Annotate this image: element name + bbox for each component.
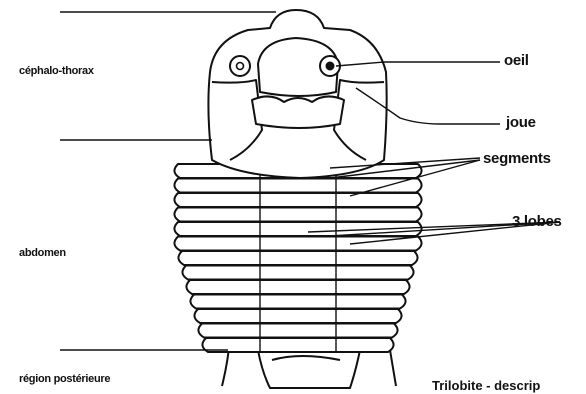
segment-2 (174, 179, 421, 193)
cephalon (208, 10, 386, 178)
segment-6 (174, 237, 421, 251)
eye-left (230, 56, 250, 76)
segment-8 (182, 266, 413, 280)
abdomen-segments (174, 164, 421, 352)
segment-11 (194, 309, 401, 323)
figure-caption: Trilobite - descrip (432, 378, 540, 393)
label-three-lobes: 3 lobes (512, 213, 562, 230)
label-eye: oeil (504, 52, 529, 69)
label-cheek: joue (506, 114, 536, 131)
segment-9 (186, 280, 409, 294)
label-posterior-region: région postérieure (19, 373, 110, 385)
label-cephalothorax: céphalo-thorax (19, 65, 94, 77)
segment-12 (198, 324, 397, 338)
segment-3 (174, 193, 421, 207)
label-abdomen: abdomen (19, 247, 66, 259)
segment-10 (190, 295, 405, 309)
segment-7 (178, 251, 417, 265)
segment-4 (174, 208, 421, 222)
label-segments: segments (483, 150, 551, 167)
segment-13 (202, 338, 393, 352)
